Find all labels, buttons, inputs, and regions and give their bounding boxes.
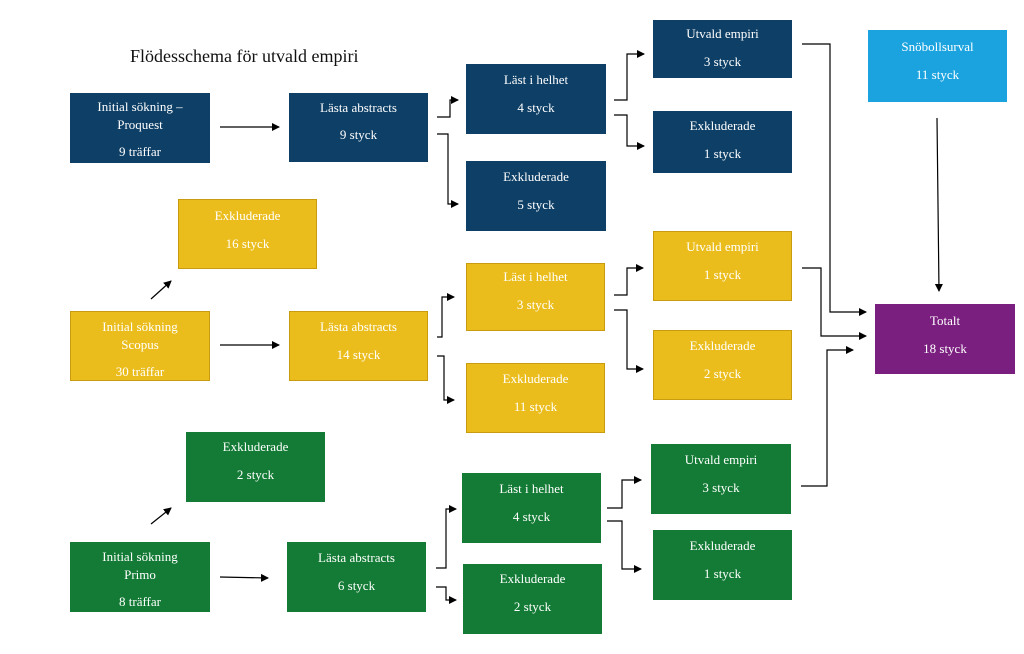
node-count: 9 styck bbox=[339, 127, 378, 142]
node-proquest-abstracts: Lästa abstracts 9 styck bbox=[289, 93, 428, 162]
node-total: Totalt 18 styck bbox=[875, 304, 1015, 374]
arrow-primo-search-to-excluded bbox=[150, 507, 172, 525]
node-count: 1 styck bbox=[703, 146, 742, 161]
node-count: 2 styck bbox=[236, 467, 275, 482]
node-count: 2 styck bbox=[513, 599, 552, 614]
arrow-scopus-abstracts-to-read bbox=[437, 293, 455, 338]
node-label: Läst i helhet bbox=[503, 269, 568, 284]
node-count: 6 styck bbox=[337, 578, 376, 593]
node-label: Exkluderade bbox=[502, 371, 569, 386]
node-count: 4 styck bbox=[512, 509, 551, 524]
node-count: 3 styck bbox=[703, 54, 742, 69]
node-label: Utvald empiri bbox=[686, 26, 759, 41]
arrow-scopus-read-to-excluded bbox=[614, 309, 644, 373]
node-label: Initial sökning – bbox=[97, 99, 183, 114]
arrow-proquest-abstracts-to-excluded bbox=[437, 133, 459, 208]
node-count: 30 träffar bbox=[115, 364, 165, 379]
arrow-primo-abstracts-to-excluded bbox=[436, 586, 457, 604]
node-primo-excluded-search: Exkluderade 2 styck bbox=[186, 432, 325, 502]
node-proquest-excluded-abstracts: Exkluderade 5 styck bbox=[466, 161, 606, 231]
node-proquest-selected: Utvald empiri 3 styck bbox=[653, 20, 792, 78]
arrow-scopus-selected-to-total bbox=[802, 267, 867, 340]
arrow-proquest-read-to-excluded bbox=[614, 114, 645, 150]
node-count: 14 styck bbox=[336, 347, 381, 362]
arrow-scopus-abstracts-to-excluded bbox=[437, 355, 455, 404]
node-label: Totalt bbox=[929, 313, 961, 328]
node-scopus-selected: Utvald empiri 1 styck bbox=[653, 231, 792, 301]
node-scopus-excluded-search: Exkluderade 16 styck bbox=[178, 199, 317, 269]
node-count: 8 träffar bbox=[119, 594, 161, 609]
node-count: 3 styck bbox=[516, 297, 555, 312]
node-label: Initial sökning bbox=[102, 549, 178, 564]
node-scopus-excluded-read: Exkluderade 2 styck bbox=[653, 330, 792, 400]
node-scopus-abstracts: Lästa abstracts 14 styck bbox=[289, 311, 428, 381]
diagram-title: Flödesschema för utvald empiri bbox=[130, 46, 359, 66]
node-count: 11 styck bbox=[513, 399, 558, 414]
node-primo-read-full: Läst i helhet 4 styck bbox=[462, 473, 601, 543]
node-label: Läst i helhet bbox=[503, 72, 569, 87]
node-count: 9 träffar bbox=[119, 144, 161, 159]
arrow-primo-abstracts-to-read bbox=[436, 505, 457, 569]
node-label: Exkluderade bbox=[222, 439, 289, 454]
node-label: Exkluderade bbox=[214, 208, 281, 223]
arrow-scopus-search-to-excluded bbox=[150, 280, 172, 300]
arrow-proquest-selected-to-total bbox=[802, 43, 867, 316]
node-label: Exkluderade bbox=[499, 571, 566, 586]
node-snowball-sampling: Snöbollsurval 11 styck bbox=[868, 30, 1007, 102]
node-label: Utvald empiri bbox=[686, 239, 759, 254]
node-label: Exkluderade bbox=[689, 118, 756, 133]
node-label: Proquest bbox=[117, 117, 163, 132]
node-count: 2 styck bbox=[703, 366, 742, 381]
arrow-primo-read-to-selected bbox=[607, 476, 642, 509]
node-proquest-search: Initial sökning – Proquest 9 träffar bbox=[70, 93, 210, 163]
node-primo-search: Initial sökning Primo 8 träffar bbox=[70, 542, 210, 612]
node-label: Exkluderade bbox=[689, 538, 756, 553]
node-label: Lästa abstracts bbox=[320, 100, 397, 115]
arrow-proquest-abstracts-to-read bbox=[437, 96, 459, 118]
node-label: Exkluderade bbox=[503, 169, 569, 184]
node-label: Läst i helhet bbox=[499, 481, 564, 496]
node-primo-excluded-abstracts: Exkluderade 2 styck bbox=[463, 564, 602, 634]
node-count: 3 styck bbox=[702, 480, 740, 495]
node-label: Snöbollsurval bbox=[901, 39, 974, 54]
node-proquest-excluded-read: Exkluderade 1 styck bbox=[653, 111, 792, 173]
arrow-primo-selected-to-total bbox=[801, 346, 854, 487]
node-count: 5 styck bbox=[517, 197, 555, 212]
node-label: Scopus bbox=[121, 337, 159, 352]
node-count: 4 styck bbox=[517, 100, 555, 115]
node-primo-excluded-read: Exkluderade 1 styck bbox=[653, 530, 792, 600]
node-label: Exkluderade bbox=[689, 338, 756, 353]
node-proquest-read-full: Läst i helhet 4 styck bbox=[466, 64, 606, 134]
node-label: Primo bbox=[124, 567, 156, 582]
node-label: Lästa abstracts bbox=[320, 319, 397, 334]
node-primo-abstracts: Lästa abstracts 6 styck bbox=[287, 542, 426, 612]
node-label: Utvald empiri bbox=[684, 452, 758, 467]
node-count: 16 styck bbox=[225, 236, 270, 251]
node-scopus-search: Initial sökning Scopus 30 träffar bbox=[70, 311, 210, 381]
node-label: Initial sökning bbox=[102, 319, 178, 334]
node-label: Lästa abstracts bbox=[318, 550, 395, 565]
node-count: 11 styck bbox=[915, 67, 960, 82]
arrow-primo-search-to-abstracts bbox=[219, 573, 269, 582]
arrow-primo-read-to-excluded bbox=[607, 520, 642, 573]
node-count: 18 styck bbox=[923, 341, 967, 356]
node-count: 1 styck bbox=[703, 566, 742, 581]
node-scopus-read-full: Läst i helhet 3 styck bbox=[466, 263, 605, 331]
arrow-scopus-read-to-selected bbox=[614, 264, 644, 296]
node-scopus-excluded-abstracts: Exkluderade 11 styck bbox=[466, 363, 605, 433]
node-count: 1 styck bbox=[703, 267, 742, 282]
arrow-snowball-to-total bbox=[934, 117, 943, 292]
node-primo-selected: Utvald empiri 3 styck bbox=[651, 444, 791, 514]
arrow-proquest-read-to-selected bbox=[614, 50, 645, 101]
